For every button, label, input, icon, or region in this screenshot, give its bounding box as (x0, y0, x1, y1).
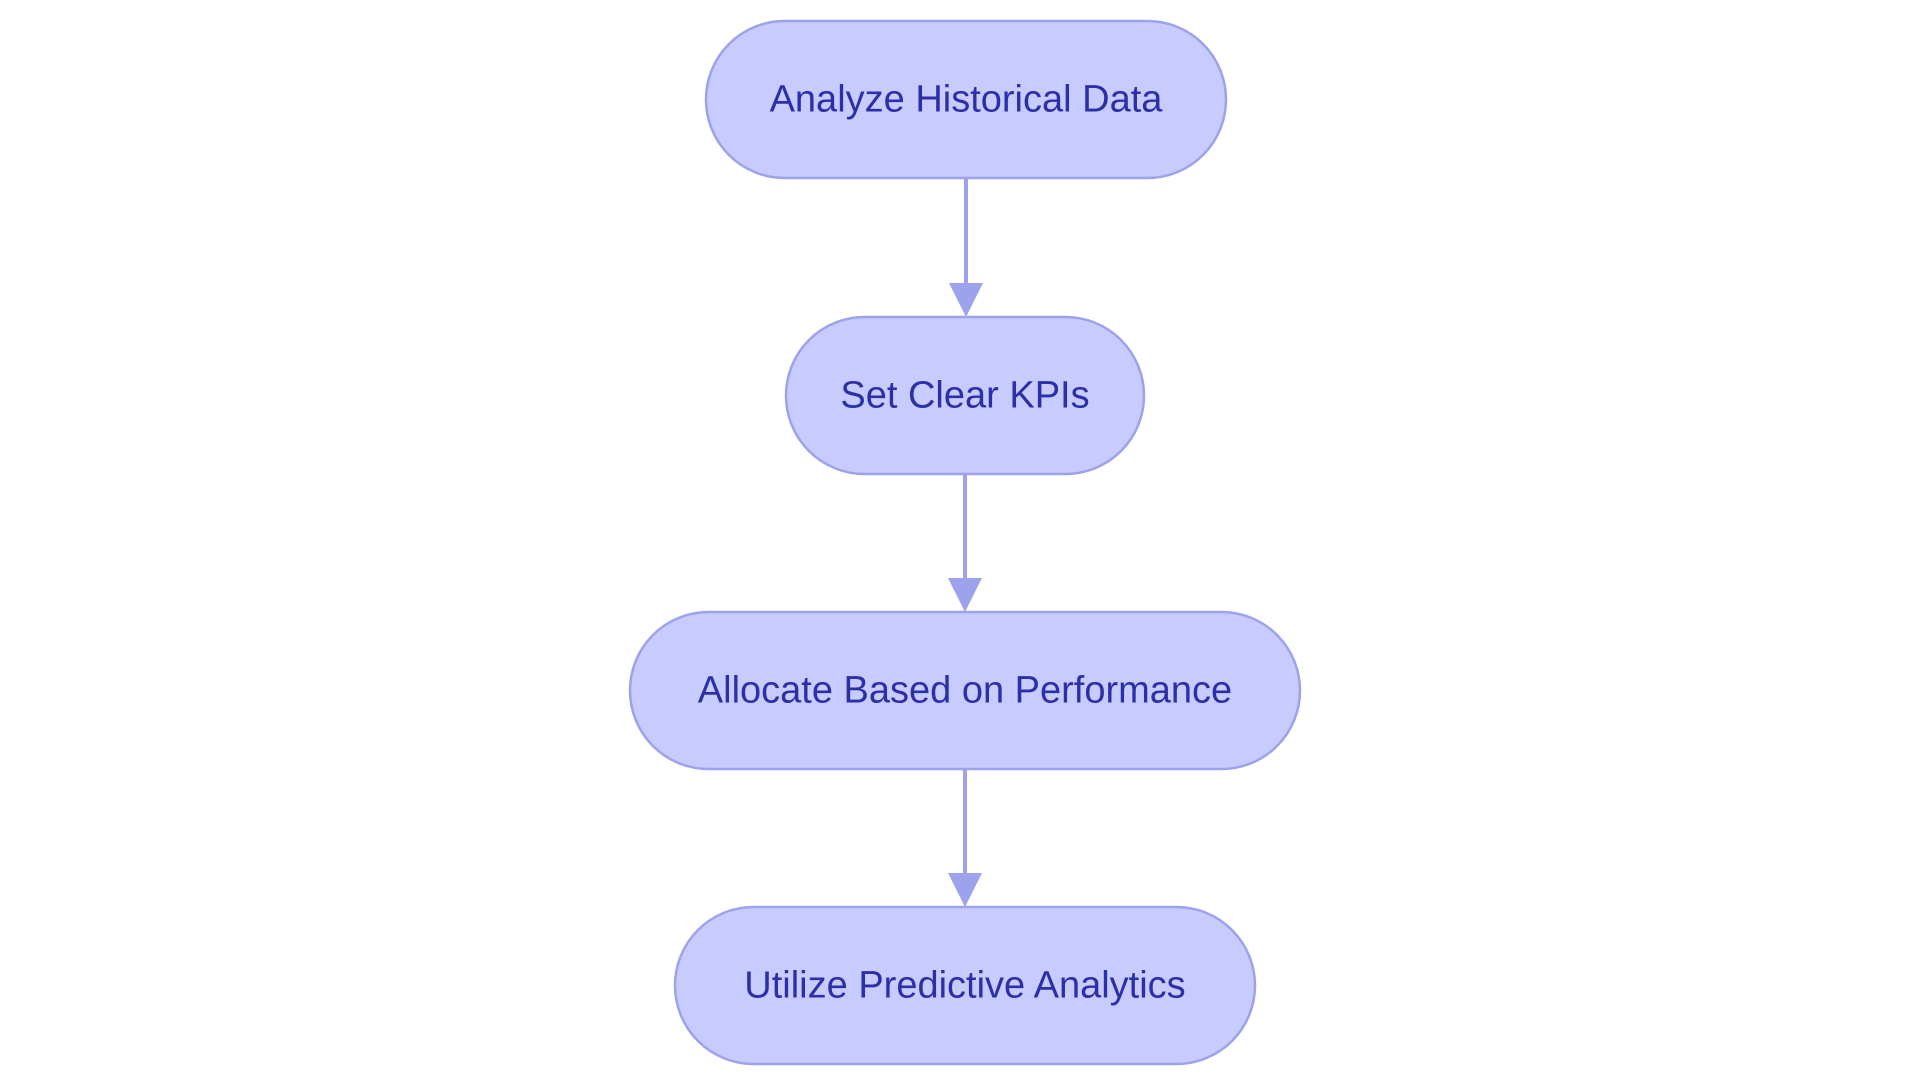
arrow-down-icon (949, 283, 983, 317)
edges-layer (948, 178, 983, 907)
flow-node-1: Analyze Historical Data (704, 19, 1228, 180)
flow-node-shape (628, 610, 1302, 771)
flow-node-2: Set Clear KPIs (784, 315, 1146, 476)
arrow-down-icon (948, 873, 982, 907)
flow-node-shape (784, 315, 1146, 476)
flow-node-label: Set Clear KPIs (840, 375, 1089, 417)
flow-node-label: Allocate Based on Performance (698, 670, 1232, 712)
flow-node-label: Utilize Predictive Analytics (744, 965, 1185, 1007)
arrow-down-icon (948, 578, 982, 612)
flow-node-3: Allocate Based on Performance (628, 610, 1302, 771)
flow-node-4: Utilize Predictive Analytics (673, 905, 1257, 1066)
flow-node-shape (704, 19, 1228, 180)
flow-node-label: Analyze Historical Data (770, 79, 1164, 121)
flow-node-shape (673, 905, 1257, 1066)
